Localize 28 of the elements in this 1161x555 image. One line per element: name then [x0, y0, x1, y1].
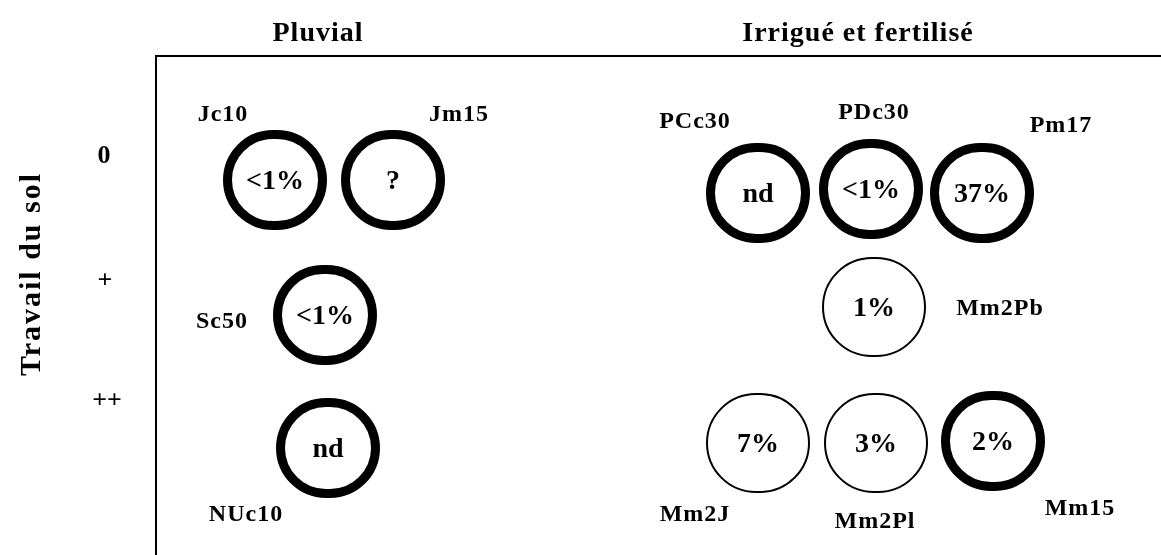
sample-code: NUc10 [208, 501, 284, 525]
percentage-value: 37% [954, 179, 1010, 207]
percentage-value: <1% [246, 166, 304, 194]
axis-title: Travail du sol [15, 171, 45, 377]
sample-code: Mm2Pl [834, 508, 916, 532]
row-label: 0 [97, 142, 111, 168]
percentage-value: ? [386, 166, 400, 194]
percentage-value: <1% [296, 301, 354, 329]
percentage-value: <1% [842, 175, 900, 203]
row-label: + [97, 267, 113, 293]
sample-code: Jm15 [429, 101, 489, 125]
column-heading: Pluvial [272, 18, 364, 46]
sample-code: Mm2Pb [956, 295, 1044, 319]
percentage-value: 2% [972, 427, 1014, 455]
sample-code: PDc30 [838, 99, 910, 123]
percentage-value: 7% [737, 429, 779, 457]
percentage-value: 3% [855, 429, 897, 457]
column-heading: Irrigué et fertilisé [742, 18, 974, 46]
percentage-value: nd [742, 179, 774, 207]
percentage-value: 1% [853, 293, 895, 321]
sample-code: Sc50 [196, 308, 248, 332]
sample-code: Jc10 [197, 101, 249, 125]
row-label: ++ [92, 387, 122, 413]
sample-code: Mm15 [1044, 495, 1116, 519]
sample-code: PCc30 [659, 108, 731, 132]
sample-code: Pm17 [1029, 112, 1093, 136]
sample-code: Mm2J [659, 501, 731, 525]
percentage-value: nd [312, 434, 344, 462]
